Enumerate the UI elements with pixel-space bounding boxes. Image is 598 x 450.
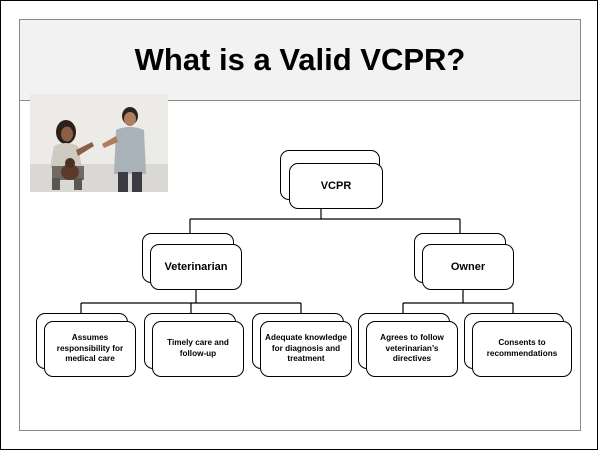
people-talking-photo [30, 94, 168, 192]
node-timely-care-label: Timely care and follow-up [152, 321, 244, 377]
node-veterinarian-label: Veterinarian [150, 244, 242, 290]
node-owner-label: Owner [422, 244, 514, 290]
slide-title: What is a Valid VCPR? [134, 42, 466, 77]
node-assumes-responsibility-label: Assumes responsibility for medical care [44, 321, 136, 377]
title-band: What is a Valid VCPR? [20, 20, 580, 101]
photo-illustration [30, 94, 168, 192]
node-consents-label: Consents to recommendations [472, 321, 572, 377]
node-agrees-to-follow-label: Agrees to follow veterinarian’s directiv… [366, 321, 458, 377]
node-adequate-knowledge-label: Adequate knowledge for diagnosis and tre… [260, 321, 352, 377]
node-vcpr-label: VCPR [289, 163, 383, 209]
